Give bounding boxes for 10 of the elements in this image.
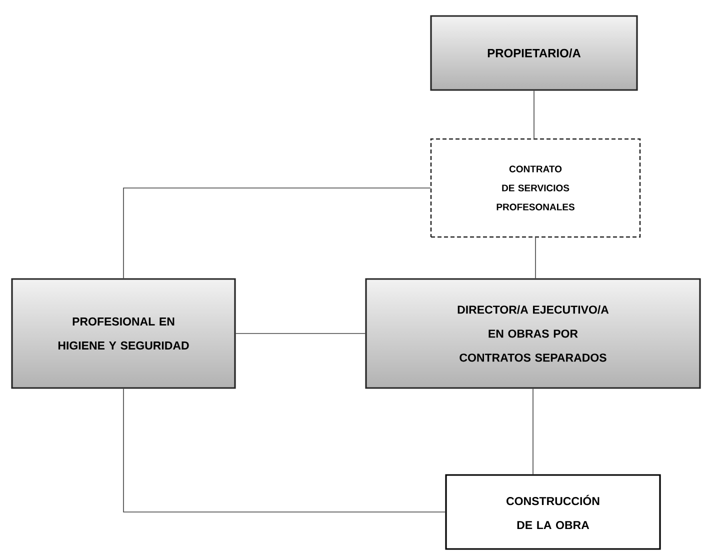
- connector-line: [123, 188, 431, 279]
- connector-line: [123, 388, 446, 512]
- role-box: DIRECTOR/A EJECUTIVO/A EN OBRAS POR CONTRATOS SEPARADOS: [365, 278, 701, 389]
- contract-box: CONTRATO DE SERVICIOS PROFESONALES: [430, 138, 641, 238]
- connector-line: [535, 237, 536, 279]
- role-box: PROPIETARIO/A: [430, 15, 638, 91]
- role-box: PROFESIONAL EN HIGIENE Y SEGURIDAD: [11, 278, 236, 389]
- connector-line: [235, 333, 366, 334]
- process-box: CONSTRUCCIÓN DE LA OBRA: [445, 474, 661, 550]
- connector-line: [532, 388, 534, 475]
